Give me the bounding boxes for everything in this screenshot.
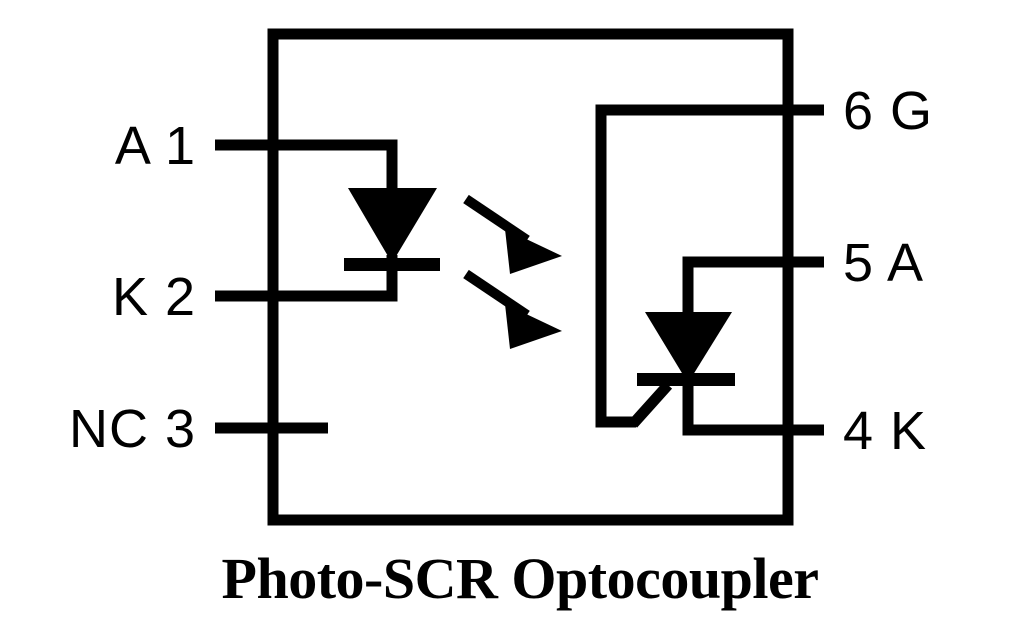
scr-gate-diagonal [628, 381, 673, 428]
scr-cathode-wire [682, 378, 788, 436]
led-cathode-bar [344, 258, 440, 271]
pin-6-label: 6 G [843, 81, 933, 141]
package-outline [267, 28, 794, 526]
pin-4-label: 4 K [843, 401, 927, 461]
pin-1-label: A 1 [115, 116, 196, 176]
diagram-caption: Photo-SCR Optocoupler [222, 546, 819, 611]
pin-2-label: K 2 [112, 267, 196, 327]
pin-5-label: 5 A [843, 233, 924, 293]
led-triangle [348, 188, 437, 263]
pin-3-label: NC 3 [69, 399, 196, 459]
led-anode-wire [273, 139, 398, 200]
light-arrow-1 [463, 194, 562, 274]
light-arrow-2 [463, 269, 562, 349]
scr-triangle [645, 312, 732, 383]
scr-gate-wire [595, 104, 788, 428]
scr-cathode-bar [637, 373, 735, 386]
scr-anode-wire [682, 256, 788, 320]
